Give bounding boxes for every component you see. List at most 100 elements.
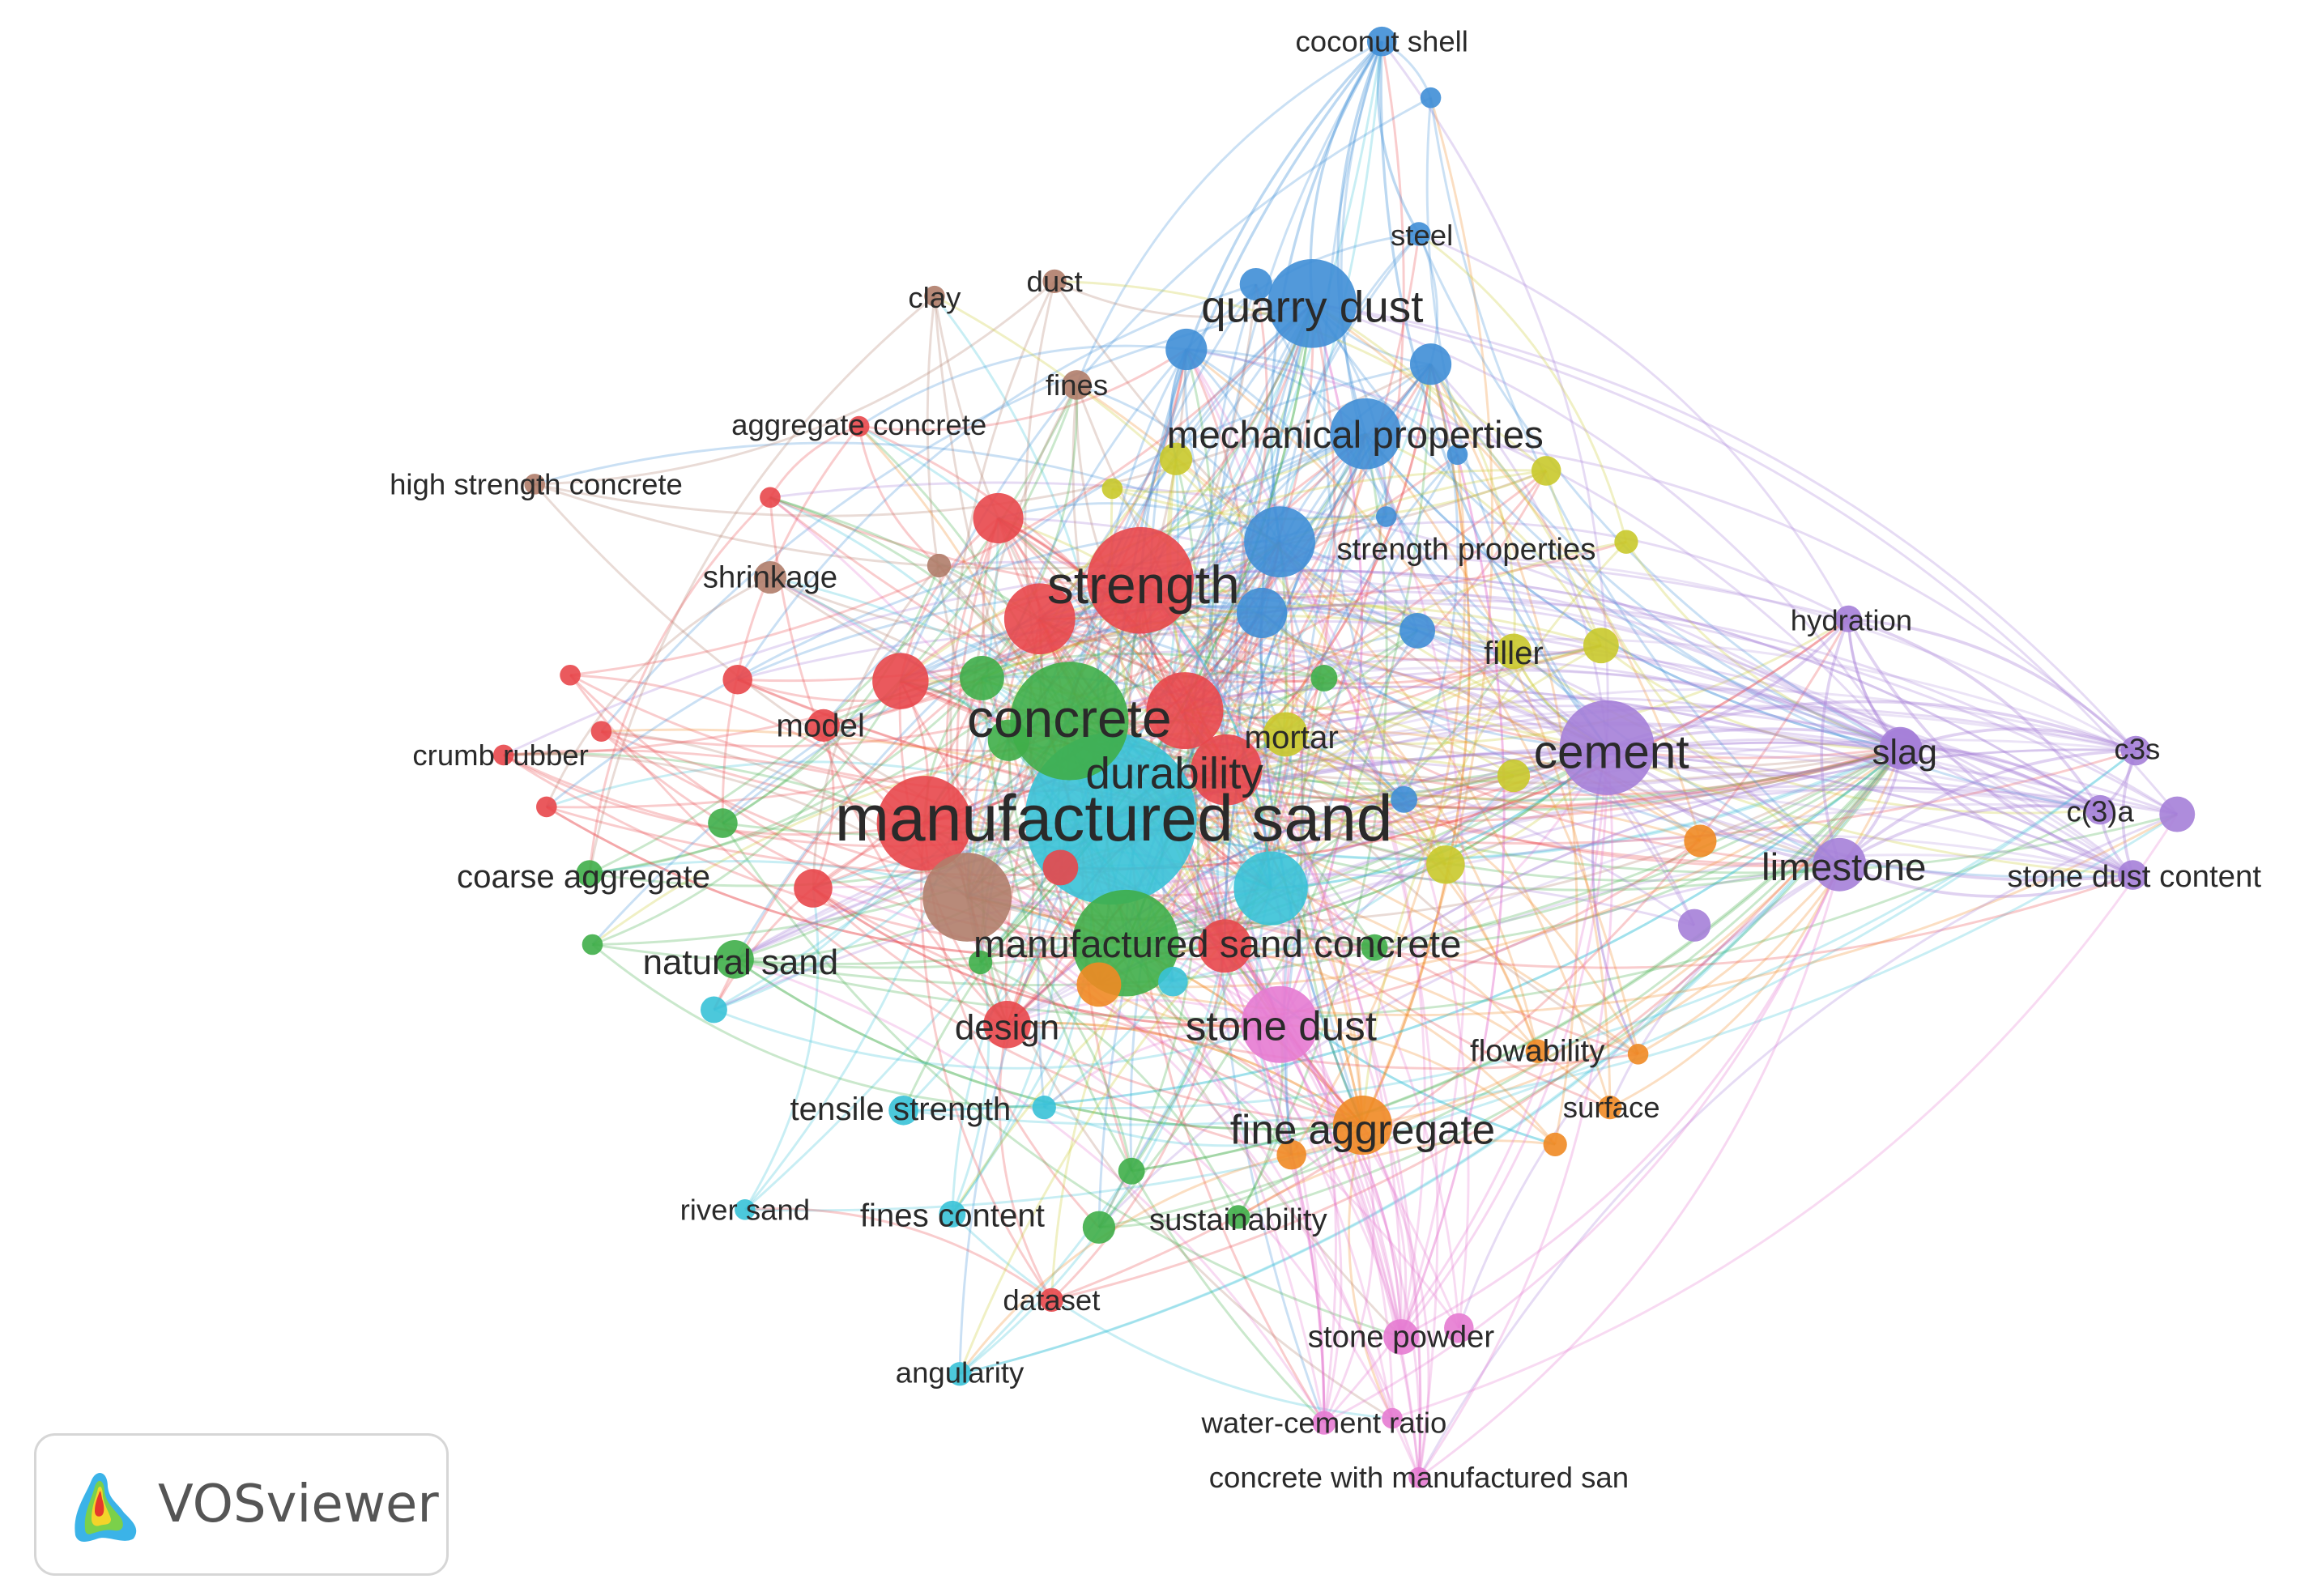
node-unlabeled[interactable] bbox=[708, 808, 738, 838]
node-design[interactable] bbox=[983, 1000, 1031, 1049]
node-unlabeled[interactable] bbox=[872, 653, 929, 709]
node-river-sand[interactable] bbox=[735, 1198, 756, 1220]
node-unlabeled[interactable] bbox=[1118, 1157, 1145, 1185]
node-unlabeled[interactable] bbox=[1677, 909, 1711, 942]
node-unlabeled[interactable] bbox=[1444, 1313, 1474, 1343]
node-unlabeled[interactable] bbox=[1543, 1132, 1567, 1156]
node-unlabeled[interactable] bbox=[1165, 328, 1208, 371]
node-unlabeled[interactable] bbox=[1032, 1096, 1056, 1120]
node-unlabeled[interactable] bbox=[960, 655, 1004, 700]
node-c-3-a[interactable] bbox=[2085, 794, 2115, 825]
node-unlabeled[interactable] bbox=[1446, 444, 1468, 466]
node-unlabeled[interactable] bbox=[1159, 442, 1193, 475]
node-fines[interactable] bbox=[1062, 370, 1092, 400]
node-unlabeled[interactable] bbox=[1233, 851, 1308, 926]
node-unlabeled[interactable] bbox=[1879, 726, 1921, 768]
node-unlabeled[interactable] bbox=[1276, 1139, 1306, 1170]
node-unlabeled[interactable] bbox=[760, 487, 781, 509]
node-unlabeled[interactable] bbox=[1361, 934, 1388, 961]
node-steel[interactable] bbox=[1407, 222, 1431, 246]
node-unlabeled[interactable] bbox=[1684, 824, 1717, 858]
node-unlabeled[interactable] bbox=[1399, 612, 1436, 649]
node-unlabeled[interactable] bbox=[1614, 530, 1638, 554]
node-hydration[interactable] bbox=[1834, 605, 1862, 632]
node-unlabeled[interactable] bbox=[1531, 456, 1561, 486]
node-mechanical-properties[interactable] bbox=[1330, 398, 1401, 470]
node-filler[interactable] bbox=[1496, 633, 1532, 670]
node-sustainability[interactable] bbox=[1226, 1205, 1250, 1229]
node-unlabeled[interactable] bbox=[536, 796, 557, 818]
node-unlabeled[interactable] bbox=[968, 950, 993, 975]
node-unlabeled[interactable] bbox=[1082, 1211, 1116, 1244]
node-unlabeled[interactable] bbox=[722, 664, 752, 695]
node-fine-aggregate[interactable] bbox=[1332, 1096, 1393, 1156]
cooccurrence-link bbox=[1050, 946, 1226, 1301]
node-limestone[interactable] bbox=[1813, 837, 1867, 892]
node-concrete[interactable] bbox=[1010, 662, 1129, 781]
node-unlabeled[interactable] bbox=[1420, 87, 1442, 109]
cooccurrence-link bbox=[858, 426, 940, 567]
node-high-strength-concrete[interactable] bbox=[524, 474, 545, 495]
node-strength[interactable] bbox=[1087, 526, 1194, 634]
node-unlabeled[interactable] bbox=[1076, 962, 1122, 1007]
node-flowability[interactable] bbox=[1525, 1039, 1549, 1063]
node-unlabeled[interactable] bbox=[1426, 845, 1465, 884]
node-cement[interactable] bbox=[1559, 700, 1655, 795]
node-mortar[interactable] bbox=[1263, 712, 1308, 757]
node-dataset[interactable] bbox=[1039, 1287, 1064, 1312]
node-unlabeled[interactable] bbox=[1158, 966, 1188, 997]
node-stone-dust-content[interactable] bbox=[2118, 860, 2148, 890]
node-unlabeled[interactable] bbox=[1382, 1407, 1403, 1429]
node-unlabeled[interactable] bbox=[560, 664, 581, 686]
node-coconut-shell[interactable] bbox=[1366, 26, 1397, 57]
node-crumb-rubber[interactable] bbox=[492, 744, 514, 766]
node-unlabeled[interactable] bbox=[2159, 796, 2196, 832]
node-unlabeled[interactable] bbox=[1003, 583, 1076, 655]
node-unlabeled[interactable] bbox=[1583, 628, 1619, 664]
node-model[interactable] bbox=[807, 709, 840, 743]
node-unlabeled[interactable] bbox=[1239, 267, 1272, 301]
node-coarse-aggregate[interactable] bbox=[576, 860, 603, 887]
node-unlabeled[interactable] bbox=[987, 719, 1029, 761]
node-unlabeled[interactable] bbox=[1146, 672, 1224, 750]
node-unlabeled[interactable] bbox=[973, 492, 1024, 544]
node-stone-dust[interactable] bbox=[1241, 985, 1319, 1063]
node-strength-properties[interactable] bbox=[1244, 506, 1315, 578]
node-surface[interactable] bbox=[1598, 1096, 1622, 1120]
node-unlabeled[interactable] bbox=[1497, 759, 1531, 793]
node-water-cement-ratio[interactable] bbox=[1312, 1411, 1336, 1435]
node-unlabeled[interactable] bbox=[700, 996, 727, 1024]
node-tensile-strength[interactable] bbox=[888, 1096, 918, 1126]
node-shrinkage[interactable] bbox=[753, 560, 787, 594]
node-unlabeled[interactable] bbox=[794, 869, 833, 908]
cooccurrence-link bbox=[812, 564, 940, 889]
node-unlabeled[interactable] bbox=[876, 776, 972, 871]
cooccurrence-link bbox=[958, 541, 1281, 1374]
node-dust[interactable] bbox=[1042, 269, 1067, 294]
node-aggregate-concrete[interactable] bbox=[848, 415, 870, 437]
node-unlabeled[interactable] bbox=[1409, 343, 1452, 385]
node-unlabeled[interactable] bbox=[1375, 506, 1397, 527]
node-fines-content[interactable] bbox=[939, 1200, 966, 1228]
node-unlabeled[interactable] bbox=[1198, 919, 1252, 973]
node-durability[interactable] bbox=[1191, 734, 1263, 806]
node-stone-powder[interactable] bbox=[1383, 1319, 1419, 1355]
node-c3s[interactable] bbox=[2120, 735, 2151, 766]
cooccurrence-link bbox=[588, 496, 771, 874]
node-unlabeled[interactable] bbox=[1627, 1044, 1649, 1065]
node-concrete-with-manufactured-san[interactable] bbox=[1408, 1466, 1429, 1488]
node-unlabeled[interactable] bbox=[927, 553, 952, 578]
node-unlabeled[interactable] bbox=[1236, 587, 1288, 639]
node-unlabeled[interactable] bbox=[1101, 478, 1123, 500]
node-angularity[interactable] bbox=[948, 1362, 972, 1386]
node-unlabeled[interactable] bbox=[922, 853, 1012, 942]
node-natural-sand[interactable] bbox=[715, 940, 754, 979]
node-unlabeled[interactable] bbox=[582, 934, 603, 955]
node-unlabeled[interactable] bbox=[590, 721, 612, 743]
node-quarry-dust[interactable] bbox=[1267, 258, 1357, 348]
node-unlabeled[interactable] bbox=[1310, 664, 1338, 692]
node-unlabeled[interactable] bbox=[1391, 785, 1418, 813]
node-clay[interactable] bbox=[924, 285, 945, 307]
node-unlabeled[interactable] bbox=[1042, 849, 1079, 886]
